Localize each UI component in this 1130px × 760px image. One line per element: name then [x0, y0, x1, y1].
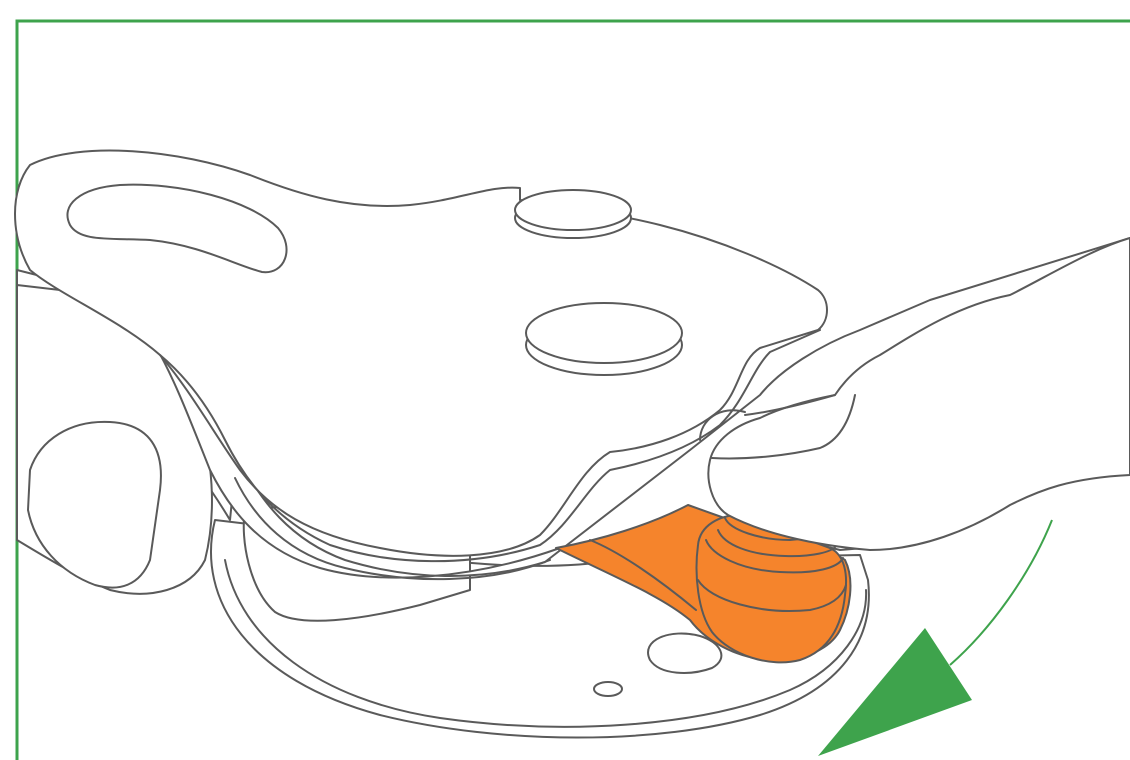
rotation-arrow-curve [950, 520, 1052, 665]
plate-hole-small [594, 682, 622, 696]
carabiner-block [28, 422, 161, 588]
rivet-center [526, 303, 682, 363]
rivet-upper [515, 190, 631, 230]
